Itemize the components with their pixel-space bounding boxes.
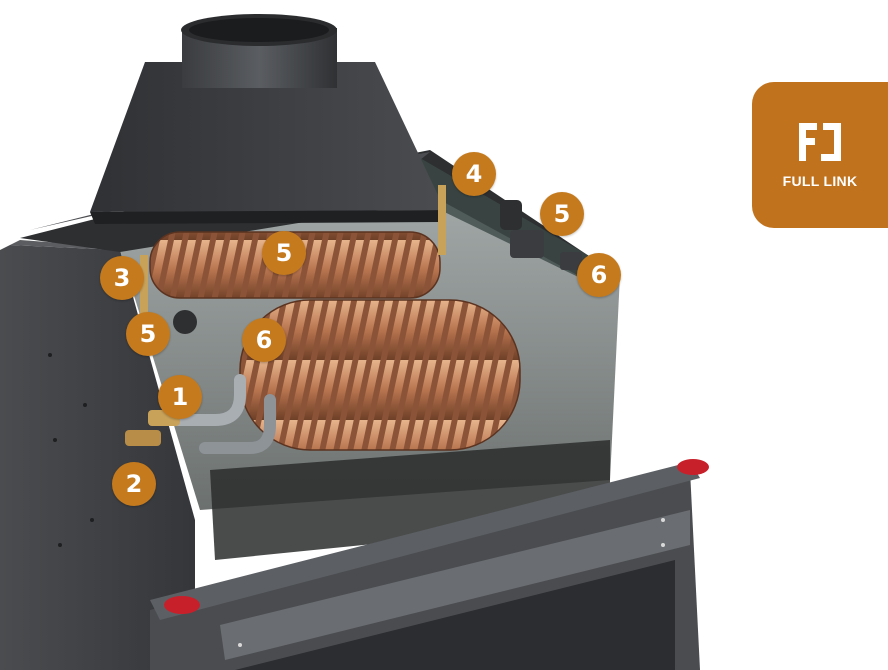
red-cap-right xyxy=(677,459,709,475)
flue-hood xyxy=(90,62,445,212)
full-link-logo: FULL LINK xyxy=(752,82,888,228)
logo-text: FULL LINK xyxy=(782,173,858,189)
brass-pipe-right xyxy=(438,185,446,255)
brass-pipe-left xyxy=(140,255,148,315)
callout-4: 4 xyxy=(452,152,496,196)
callout-6-rear: 6 xyxy=(577,253,621,297)
callout-5-top: 5 xyxy=(262,231,306,275)
callout-6-front: 6 xyxy=(242,318,286,362)
callout-5-left: 5 xyxy=(126,312,170,356)
callout-5-rear: 5 xyxy=(540,192,584,236)
brass-connector-lower xyxy=(125,430,161,446)
callout-1: 1 xyxy=(158,375,202,419)
red-cap-left xyxy=(164,596,200,614)
callout-3: 3 xyxy=(100,256,144,300)
silver-supply-pipes xyxy=(169,374,246,426)
callout-2: 2 xyxy=(112,462,156,506)
fj-monogram-icon xyxy=(799,123,841,161)
lower-heat-exchanger-coil xyxy=(239,299,521,451)
